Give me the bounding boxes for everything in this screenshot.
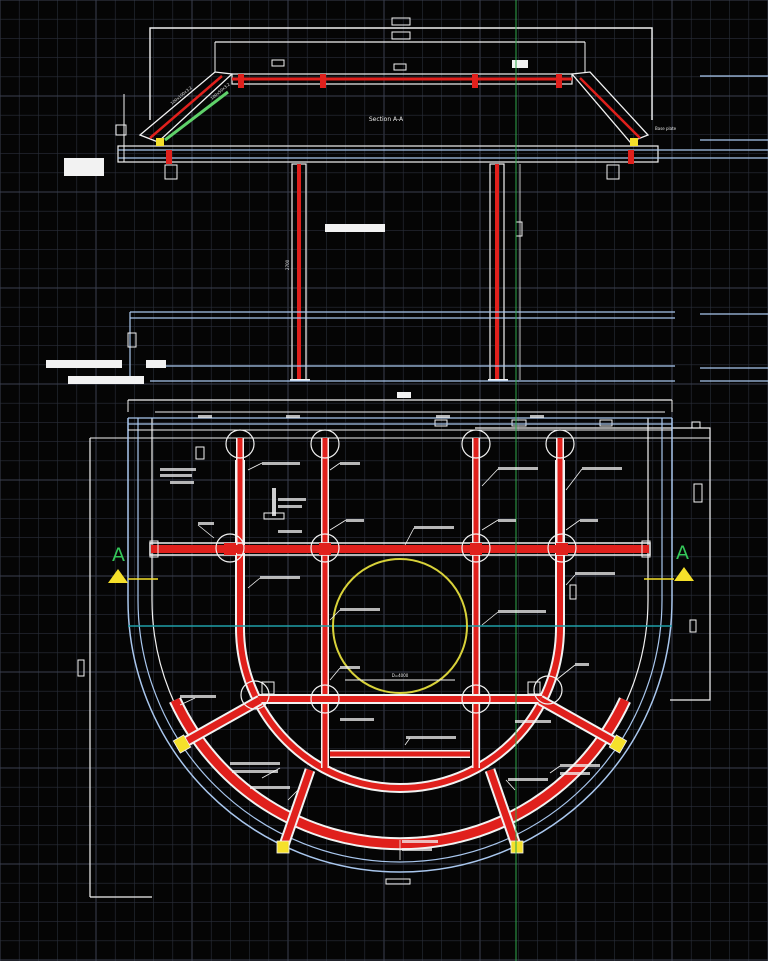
label-block xyxy=(68,376,144,384)
vertical-joists xyxy=(236,438,564,768)
svg-text:A: A xyxy=(676,542,689,564)
outer-boundary xyxy=(127,418,673,873)
center-dimension-label: D=4000 xyxy=(392,673,409,678)
floor-slab xyxy=(117,145,659,163)
svg-text:2700: 2700 xyxy=(285,259,290,270)
section-elevation: 100x50x3.2 100x100x3.2 Section A-A Base … xyxy=(46,17,768,384)
left-rafter xyxy=(138,71,234,143)
svg-text:A: A xyxy=(112,544,125,566)
annotation-marks xyxy=(160,415,622,885)
label-block xyxy=(325,224,385,232)
base-plate-note: Base plate xyxy=(655,126,677,131)
label-block xyxy=(64,158,104,176)
dimension-tag xyxy=(512,60,528,68)
label-block xyxy=(46,360,122,368)
connection-joints xyxy=(215,429,577,714)
dimension-tag xyxy=(391,31,411,40)
dimension-tag xyxy=(391,17,411,26)
plan-view: D=4000 A A xyxy=(77,0,711,961)
section-title: Section A-A xyxy=(369,116,404,123)
elevation-dimension-frame xyxy=(149,27,653,120)
section-marker-right: A xyxy=(644,542,694,581)
section-marker-left: A xyxy=(108,544,158,583)
right-rafter xyxy=(570,71,650,143)
left-rafter-hatch xyxy=(164,90,229,142)
radial-beams xyxy=(177,695,623,850)
center-circle xyxy=(332,558,468,694)
